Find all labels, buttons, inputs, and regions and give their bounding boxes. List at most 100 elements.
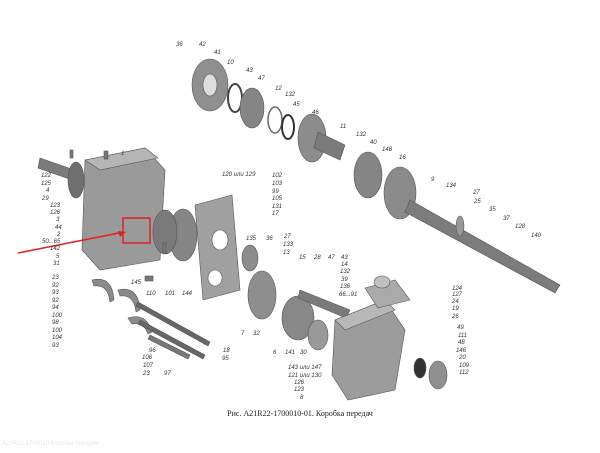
part-number-label: 105 <box>272 196 283 202</box>
part-number-label: 28 <box>314 255 321 261</box>
part-number-label: 136 <box>340 284 351 290</box>
part-number-label: 100 <box>52 313 63 319</box>
part-number-label: 25 <box>474 199 481 205</box>
part-number-label: 3 <box>56 217 60 223</box>
part-number-label: 16 <box>399 155 406 161</box>
part-number-label: 106 <box>142 355 153 361</box>
part-number-label: 11 <box>340 124 347 130</box>
part-number-label: 93 <box>52 290 59 296</box>
part-number-label: 37 <box>503 216 510 222</box>
part-number-label: 104 <box>52 335 63 341</box>
part-number-label: 30 <box>300 350 307 356</box>
part-number-label: 2 <box>57 232 61 238</box>
part-number-label: 110 <box>146 291 156 297</box>
part-number-label: 44 <box>55 225 62 231</box>
bolt <box>69 149 74 159</box>
part-number-label: 45 <box>293 102 300 108</box>
shift-fork <box>91 278 115 303</box>
shift-fork <box>117 288 141 313</box>
seal <box>413 357 427 379</box>
part-number-label: 41 <box>214 50 221 56</box>
sensor <box>144 275 154 282</box>
shift-rod <box>135 301 211 347</box>
part-number-label: 10 <box>227 60 234 66</box>
part-number-label: 31 <box>53 261 60 267</box>
part-number-label: 40 <box>370 140 377 146</box>
part-number-label: 92 <box>52 298 59 304</box>
part-number-label: 111 <box>458 333 468 339</box>
part-number-label: 48 <box>458 340 465 346</box>
part-number-label: 132 <box>356 132 367 138</box>
part-number-label: 98 <box>52 320 59 326</box>
part-number-label: 43 <box>246 68 253 74</box>
highlight-arrow <box>17 231 125 254</box>
watermark: A21R22-1700010 Коробка передач <box>2 441 99 447</box>
part-number-label: 20 <box>459 355 466 361</box>
arrow-head <box>118 231 126 237</box>
part-number-label: 126 <box>50 210 61 216</box>
part-number-label: 96 <box>149 348 156 354</box>
part-number-label: 19 <box>452 306 459 312</box>
part-number-label: 35 <box>489 207 496 213</box>
part-number-label: 121 или 130 <box>288 373 322 379</box>
part-number-label: 132 <box>285 92 296 98</box>
part-number-label: 14 <box>341 262 348 268</box>
part-number-label: 94 <box>52 305 59 311</box>
flange <box>428 360 448 390</box>
cover-opening <box>207 269 223 287</box>
part-number-label: 12 <box>275 86 282 92</box>
part-number-label: 109 <box>459 363 470 369</box>
gear <box>281 295 315 341</box>
part-number-label: 127 <box>452 292 463 298</box>
gear <box>239 87 265 129</box>
part-number-label: 1 <box>121 151 125 157</box>
part-number-label: 128 <box>515 224 526 230</box>
part-number-label: 4 <box>46 188 50 194</box>
part-number-label: 26 <box>452 314 459 320</box>
part-number-label: 95 <box>222 356 229 362</box>
shift-fork <box>127 316 153 335</box>
part-number-label: 15 <box>299 255 306 261</box>
gear <box>353 151 383 199</box>
part-number-label: 123 <box>50 203 61 209</box>
part-number-label: 146 <box>456 348 467 354</box>
part-number-label: 120 или 129 <box>222 172 256 178</box>
shift-rod <box>147 334 191 360</box>
housing-top <box>84 147 159 171</box>
part-number-label: 134 <box>446 183 457 189</box>
part-number-label: 8 <box>300 395 304 401</box>
synchronizer-hub <box>202 73 218 97</box>
part-number-label: 144 <box>182 291 193 297</box>
part-number-label: 43 <box>341 255 348 261</box>
figure-caption: Рис. A21R22-1700010-01. Коробка передач <box>227 409 373 418</box>
part-number-label: 126 <box>294 380 305 386</box>
part-number-label: 133 <box>283 242 294 248</box>
part-number-label: 50...65 <box>42 239 61 245</box>
part-number-label: 107 <box>143 363 154 369</box>
shift-cover-boss <box>373 275 391 289</box>
bolt <box>162 242 167 254</box>
part-number-label: 27 <box>284 234 291 240</box>
part-number-label: 18 <box>223 348 230 354</box>
part-number-label: 143 или 147 <box>288 365 322 371</box>
part-number-label: 135 <box>246 236 257 242</box>
part-number-label: 122 <box>41 173 52 179</box>
cover-opening <box>211 229 229 251</box>
gear-shaft <box>313 131 346 161</box>
part-number-label: 93 <box>52 343 59 349</box>
part-number-label: 148 <box>382 147 393 153</box>
part-number-label: 6 <box>273 350 277 356</box>
bearing <box>241 244 259 272</box>
part-number-label: 145 <box>131 280 142 286</box>
part-number-label: 66...91 <box>339 292 358 298</box>
part-number-label: 132 <box>340 269 351 275</box>
part-number-label: 140 <box>531 233 542 239</box>
part-number-label: 32 <box>253 331 260 337</box>
part-number-label: 142 <box>50 246 61 252</box>
part-number-label: 7 <box>241 331 245 337</box>
part-number-label: 39 <box>341 277 348 283</box>
part-number-label: 131 <box>272 204 283 210</box>
part-number-label: 47 <box>328 255 335 261</box>
part-number-label: 125 <box>41 181 52 187</box>
